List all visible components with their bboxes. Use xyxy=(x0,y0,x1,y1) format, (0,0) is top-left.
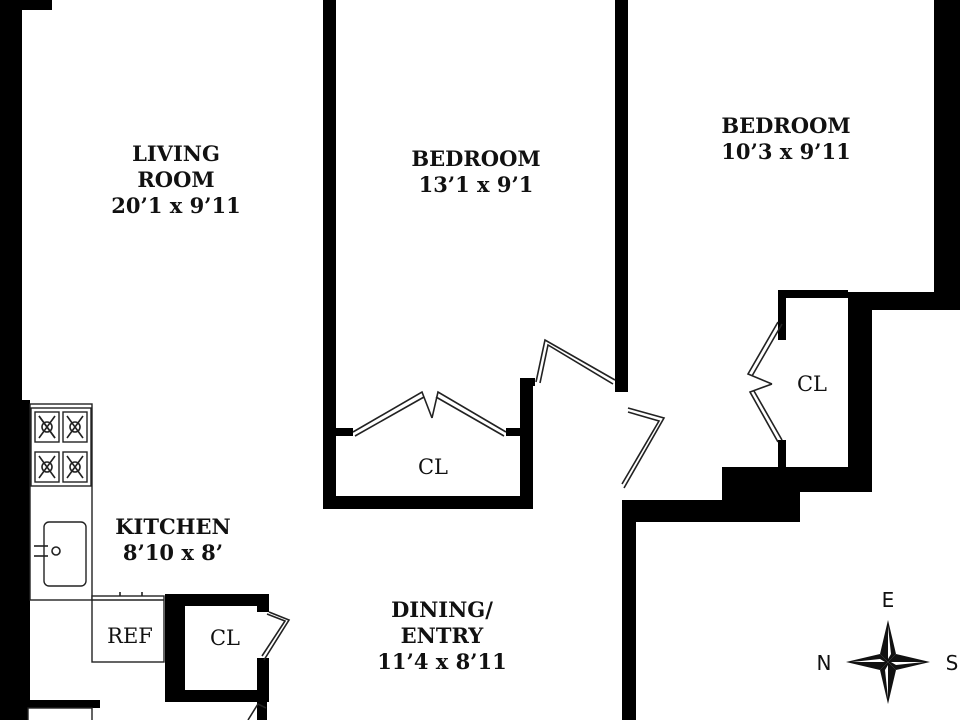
bedroom2-dimensions: 10’3 x 9’11 xyxy=(721,139,850,164)
kitchen-label: KITCHEN 8’10 x 8’ xyxy=(115,514,230,565)
dining-dimensions: 11’4 x 8’11 xyxy=(377,649,506,674)
dining-name-line2: ENTRY xyxy=(401,623,485,648)
fridge-label: REF xyxy=(107,624,153,648)
compass-icon xyxy=(846,620,930,704)
bedroom2-closet-label: CL xyxy=(797,372,827,396)
compass-north: N xyxy=(817,651,832,675)
living-room-dimensions: 20’1 x 9’11 xyxy=(111,193,240,218)
compass-rose: E N S xyxy=(817,588,959,704)
bedroom2-label: BEDROOM 10’3 x 9’11 xyxy=(721,113,850,164)
compass-south: S xyxy=(946,651,959,675)
stove-burners xyxy=(34,411,88,483)
bedroom1-closet-label: CL xyxy=(418,455,448,479)
bedroom1-label: BEDROOM 13’1 x 9’1 xyxy=(411,146,540,197)
kitchen-name: KITCHEN xyxy=(115,514,230,539)
living-room-label: LIVING ROOM 20’1 x 9’11 xyxy=(111,141,240,218)
bedroom1-dimensions: 13’1 x 9’1 xyxy=(419,172,534,197)
kitchen-fixtures xyxy=(27,403,165,720)
sink xyxy=(43,521,87,587)
bedroom2-name: BEDROOM xyxy=(721,113,850,138)
dining-name-line1: DINING/ xyxy=(391,597,493,622)
dining-entry-label: DINING/ ENTRY 11’4 x 8’11 xyxy=(377,597,506,674)
living-room-name-line2: ROOM xyxy=(137,167,214,192)
kitchen-dimensions: 8’10 x 8’ xyxy=(123,540,223,565)
living-room-name-line1: LIVING xyxy=(132,141,220,166)
entry-closet-label: CL xyxy=(210,626,240,650)
fridge xyxy=(91,595,165,663)
compass-east: E xyxy=(882,588,895,612)
doors xyxy=(247,321,783,720)
bedroom1-name: BEDROOM xyxy=(411,146,540,171)
